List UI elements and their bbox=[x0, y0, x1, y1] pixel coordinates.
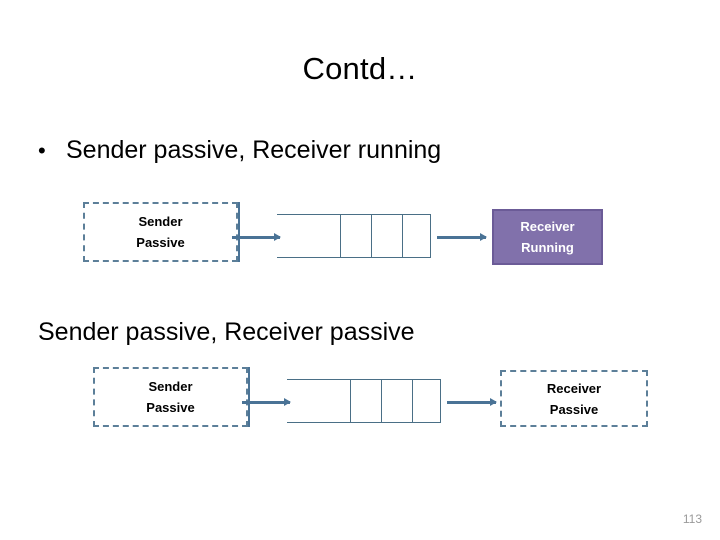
bullet-marker-icon: • bbox=[38, 138, 46, 163]
sender-box-line1-row1: Sender bbox=[138, 214, 183, 229]
sender-box-line1-row2: Sender bbox=[148, 379, 193, 394]
section-heading-2: Sender passive, Receiver passive bbox=[38, 318, 415, 346]
buffer-cell bbox=[277, 215, 341, 257]
sender-passive-box-row2: Sender Passive bbox=[93, 367, 248, 427]
buffer-queue-row1 bbox=[277, 214, 431, 258]
receiver-box-line2-row2: Passive bbox=[549, 401, 599, 417]
receiver-box-line1-row1: Receiver bbox=[520, 219, 575, 234]
sender-box-line2-row2: Passive bbox=[146, 400, 195, 415]
bullet-text-1: Sender passive, Receiver running bbox=[66, 136, 442, 164]
receiver-box-line1-row2: Receiver bbox=[546, 380, 602, 396]
buffer-cell bbox=[351, 380, 382, 422]
buffer-cell bbox=[413, 380, 441, 422]
arrow-buffer-to-receiver-row1 bbox=[437, 236, 486, 239]
buffer-cell bbox=[287, 380, 351, 422]
buffer-cell bbox=[382, 380, 413, 422]
page-title: Contd… bbox=[302, 51, 418, 86]
arrow-sender-to-buffer-row1 bbox=[232, 236, 280, 239]
arrow-sender-to-buffer-row2 bbox=[242, 401, 290, 404]
receiver-passive-box-row2: Receiver Passive bbox=[500, 370, 648, 427]
sender-connector-stem-row1 bbox=[238, 202, 240, 262]
buffer-cell bbox=[403, 215, 431, 257]
buffer-cell bbox=[341, 215, 372, 257]
sender-passive-box-row1: Sender Passive bbox=[83, 202, 238, 262]
sender-box-line2-row1: Passive bbox=[136, 235, 185, 250]
sender-connector-stem-row2 bbox=[248, 367, 250, 427]
arrow-buffer-to-receiver-row2 bbox=[447, 401, 496, 404]
page-number: 113 bbox=[682, 512, 702, 526]
receiver-box-line2-row1: Running bbox=[521, 240, 574, 255]
buffer-cell bbox=[372, 215, 403, 257]
bullet-line-1: • Sender passive, Receiver running bbox=[38, 133, 441, 168]
receiver-running-box-row1: Receiver Running bbox=[492, 209, 603, 265]
buffer-queue-row2 bbox=[287, 379, 441, 423]
